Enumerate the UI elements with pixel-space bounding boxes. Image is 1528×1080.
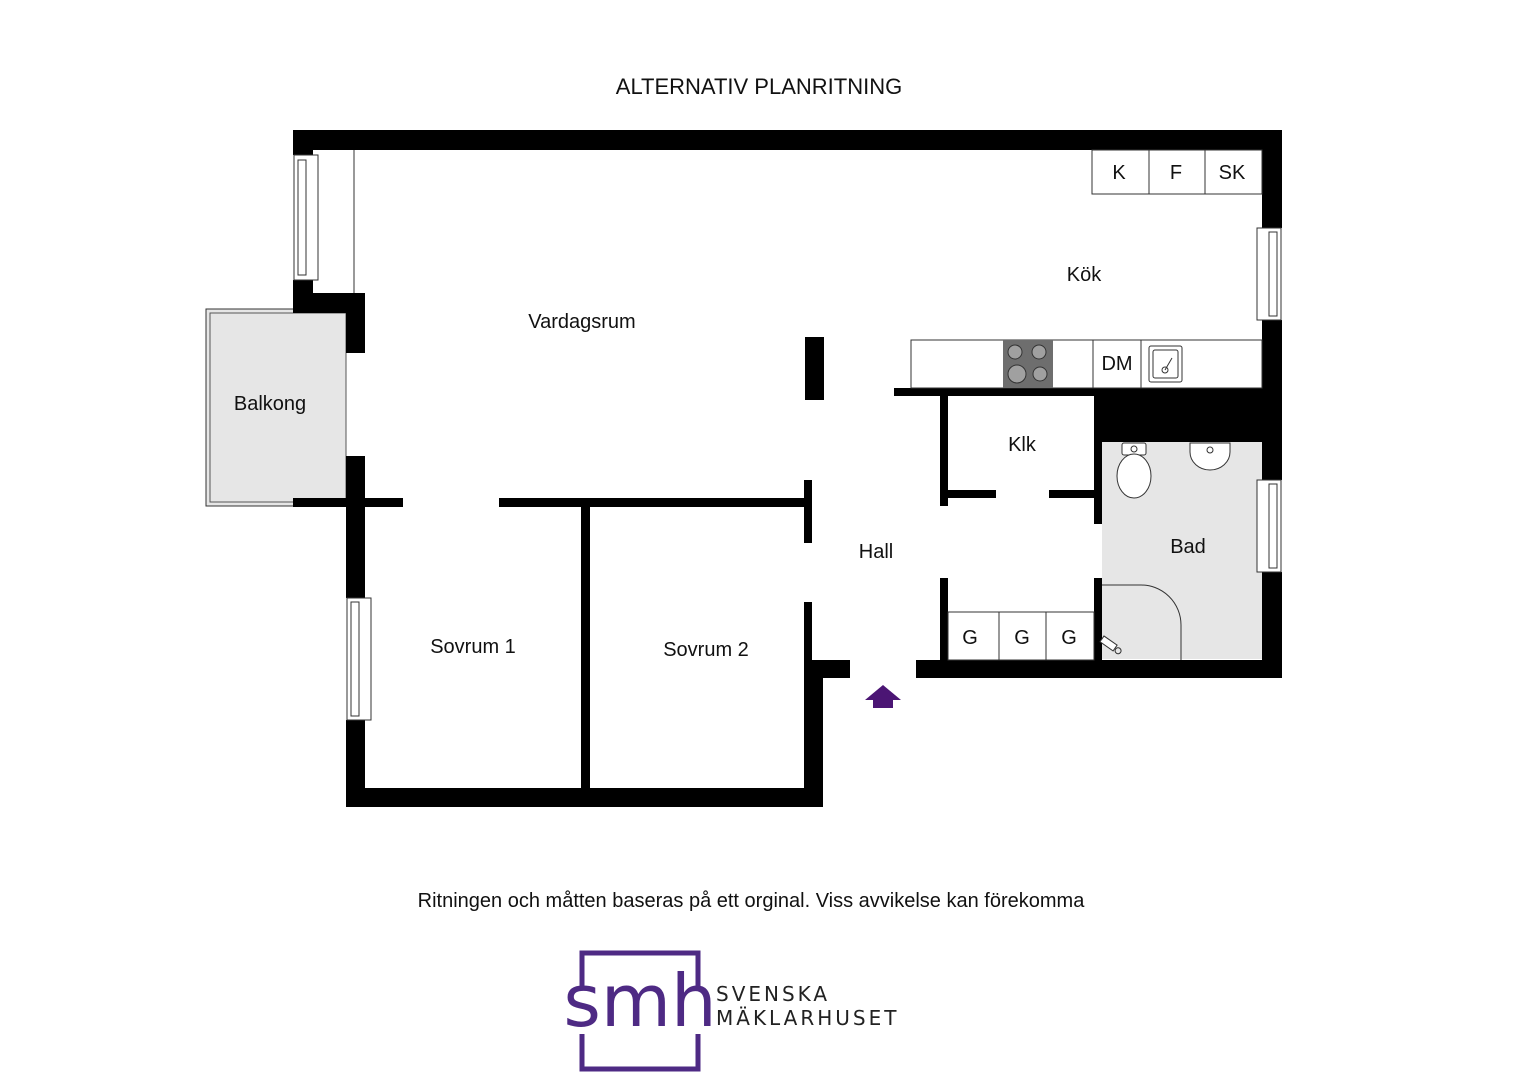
room-label-vardagsrum: Vardagsrum xyxy=(528,311,635,333)
logo-text-line-1: SVENSKA xyxy=(716,982,830,1006)
brand-logo: smh SVENSKA MÄKLARHUSET xyxy=(560,950,899,1072)
fixture-label-f: F xyxy=(1170,162,1182,184)
walls xyxy=(293,130,1282,807)
washbasin-icon xyxy=(1189,442,1231,471)
fixture-label-sk: SK xyxy=(1219,162,1246,184)
room-label-sovrum-1: Sovrum 1 xyxy=(430,636,516,658)
room-label-bad: Bad xyxy=(1170,536,1206,558)
plan-title: ALTERNATIV PLANRITNING xyxy=(616,74,902,99)
fixture-label-g-3: G xyxy=(1061,627,1077,649)
sink-icon xyxy=(1148,345,1183,383)
toilet-icon xyxy=(1116,442,1152,499)
room-label-balkong: Balkong xyxy=(234,393,306,415)
shower-icon xyxy=(1099,584,1182,660)
windows xyxy=(293,150,1282,721)
fixture-label-k: K xyxy=(1112,162,1126,184)
room-label-hall: Hall xyxy=(859,541,893,563)
wardrobes xyxy=(947,611,1095,661)
room-label-sovrum-2: Sovrum 2 xyxy=(663,639,749,661)
room-label-klk: Klk xyxy=(1008,434,1037,456)
room-label-kok: Kök xyxy=(1067,264,1102,286)
fixture-label-dm: DM xyxy=(1101,353,1132,375)
balcony xyxy=(205,308,347,507)
kitchen-counter xyxy=(910,339,1263,389)
logo-text-line-2: MÄKLARHUSET xyxy=(716,1006,899,1030)
entrance-arrow-icon xyxy=(865,685,901,708)
fixture-label-g-1: G xyxy=(962,627,978,649)
logo-mark: smh xyxy=(563,959,716,1043)
fixture-label-g-2: G xyxy=(1014,627,1030,649)
disclaimer-text: Ritningen och måtten baseras på ett orgi… xyxy=(418,890,1086,912)
kitchen-appliances xyxy=(1091,149,1263,195)
